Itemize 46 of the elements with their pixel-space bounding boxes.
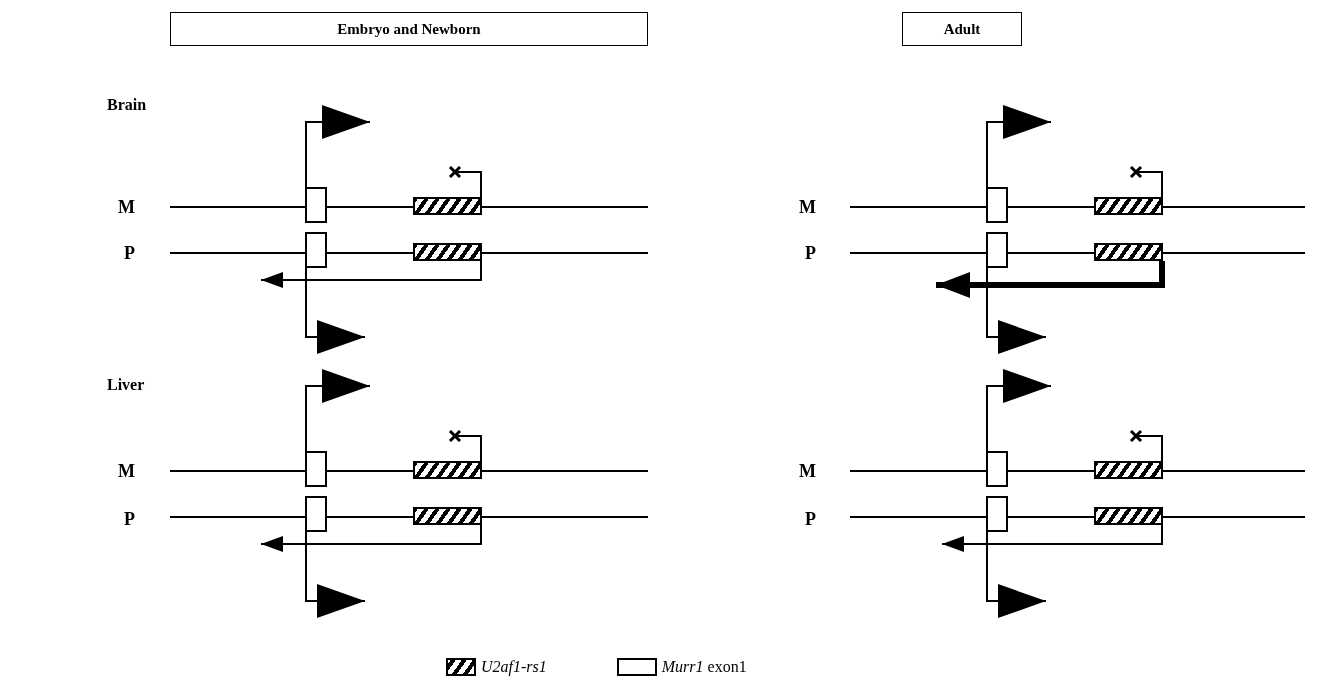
hatched-gene-box [413,243,482,261]
hatched-gene-box [1094,197,1163,215]
tissue-label: Liver [107,377,145,393]
allele-label: P [124,244,135,262]
exon-box [305,187,327,223]
allele-label: P [805,510,816,528]
transcript-arrow [305,105,371,188]
transcript-arrow [986,105,1052,188]
legend-text: U2af1-rs1 [481,658,547,676]
transcript-arrow [986,531,1047,618]
tissue-label: Brain [107,97,147,113]
exon-box [986,232,1008,268]
exon-box [305,496,327,532]
allele-label: P [124,510,135,528]
hatched-gene-box [413,197,482,215]
hatched-gene-box [413,507,482,525]
exon-box [305,232,327,268]
blocked-transcript-arrow [1129,429,1163,462]
transcript-arrow [260,524,482,552]
blocked-transcript-arrow [1129,165,1163,198]
hatched-gene-box [1094,243,1163,261]
allele-label: P [805,244,816,262]
transcript-arrow [986,369,1052,452]
exon-box [986,187,1008,223]
blocked-transcript-arrow [448,165,482,198]
hatched-gene-box [1094,507,1163,525]
transcript-arrow [305,267,366,354]
exon-box [305,451,327,487]
allele-label: M [118,462,135,480]
blocked-transcript-arrow [448,429,482,462]
transcript-arrow [305,531,366,618]
stage-header: Adult [902,12,1022,46]
stage-header: Embryo and Newborn [170,12,648,46]
allele-label: M [799,198,816,216]
legend-text: Murr1 exon1 [661,658,747,676]
transcript-arrow [986,267,1047,354]
transcript-arrow [936,261,1165,298]
transcript-arrow [305,369,371,452]
exon-box [986,451,1008,487]
hatched-gene-box [413,461,482,479]
exon-box [986,496,1008,532]
transcript-arrow [260,260,482,288]
hatched-gene-box [1094,461,1163,479]
allele-label: M [118,198,135,216]
allele-label: M [799,462,816,480]
transcript-arrow [941,524,1163,552]
